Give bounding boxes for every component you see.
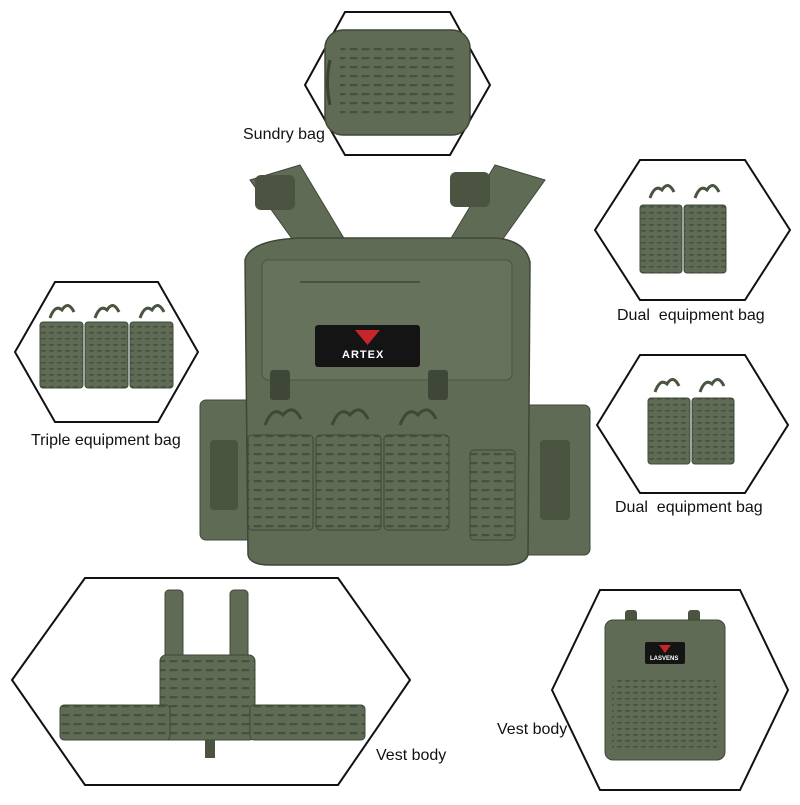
hex-frame-dual-bottom — [595, 354, 790, 494]
hex-frame-vest-right — [550, 589, 790, 791]
triple-bag — [39, 304, 174, 389]
hex-frame-triple — [13, 281, 200, 423]
label-triple-equipment-bag: Triple equipment bag — [31, 432, 181, 449]
dual-bag-bottom — [647, 378, 735, 465]
hex-frame-sundry — [303, 11, 492, 156]
vest-body-upright — [604, 610, 726, 761]
label-sundry-bag: Sundry bag — [243, 126, 325, 143]
hex-frame-vest-left — [10, 577, 412, 786]
label-dual-equipment-bag-bottom: Dual equipment bag — [615, 499, 763, 516]
sundry-bag — [324, 29, 471, 136]
main-vest — [199, 164, 591, 566]
label-vest-body-right: Vest body — [497, 721, 568, 738]
label-vest-body-left: Vest body — [376, 747, 447, 764]
vest-body-flat — [59, 589, 366, 758]
label-dual-equipment-bag-top: Dual equipment bag — [617, 307, 765, 324]
dual-bag-top — [639, 184, 727, 274]
hex-frame-dual-top — [593, 159, 792, 301]
lasvens-patch-text: LASVENS — [650, 656, 679, 662]
artex-patch-text: ARTEX — [342, 349, 385, 361]
